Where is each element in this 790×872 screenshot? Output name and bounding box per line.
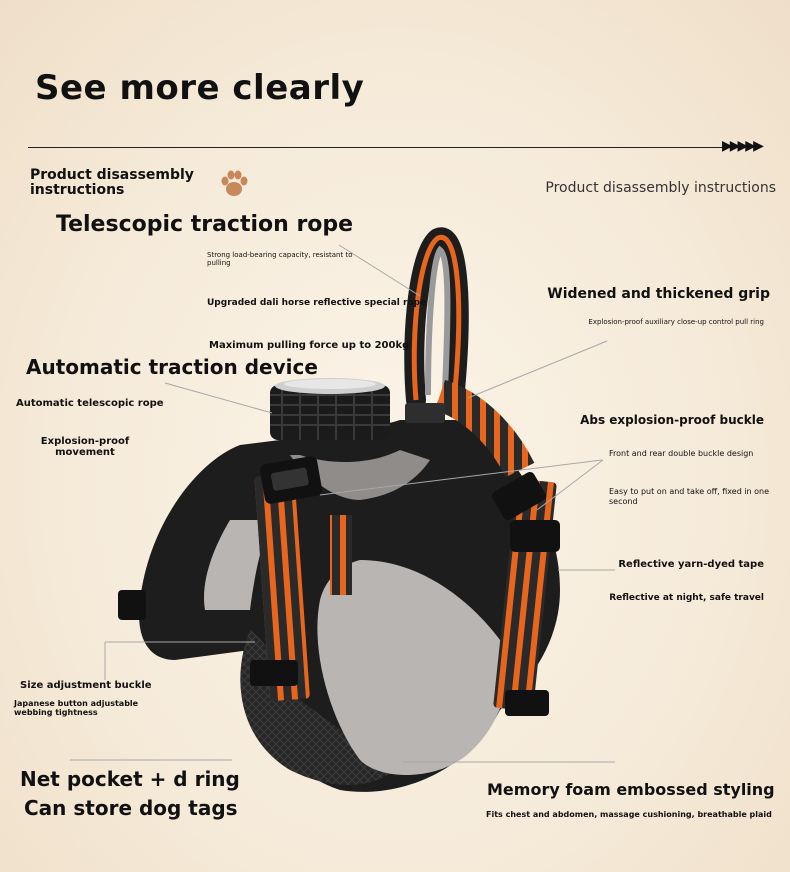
memory-foam-note: Fits chest and abdomen, massage cushioni… (486, 810, 772, 819)
divider-line (28, 147, 728, 148)
page-headline: See more clearly (35, 68, 365, 108)
buckle-note-1: Front and rear double buckle design (609, 449, 754, 458)
paw-print-icon (221, 170, 248, 196)
tape-title: Reflective yarn-dyed tape (618, 559, 764, 570)
telescopic-rope-note-1: Strong load-bearing capacity, resistant … (207, 251, 353, 267)
side-buckle (492, 471, 546, 521)
buckle-title: Abs explosion-proof buckle (580, 413, 764, 427)
section-label-left: Product disassembly instructions (30, 167, 194, 198)
net-pocket-line-1: Net pocket + d ring (20, 767, 240, 791)
traction-device-note-1: Automatic telescopic rope (16, 398, 164, 409)
telescopic-rope-note-3: Maximum pulling force up to 200kg (209, 340, 410, 351)
size-buckle-title: Size adjustment buckle (20, 680, 152, 691)
memory-foam-title: Memory foam embossed styling (487, 780, 775, 799)
tape-note: Reflective at night, safe travel (609, 593, 764, 603)
size-buckle-note: Japanese button adjustable webbing tight… (14, 699, 139, 717)
telescopic-rope-note-2: Upgraded dali horse reflective special r… (207, 298, 427, 308)
grip-title: Widened and thickened grip (547, 286, 770, 302)
telescopic-rope-title: Telescopic traction rope (56, 212, 354, 237)
size-adjust-buckle (118, 590, 146, 620)
net-pocket-line-2: Can store dog tags (24, 796, 238, 820)
traction-device-title: Automatic traction device (26, 355, 318, 379)
grip-note: Explosion-proof auxiliary close-up contr… (588, 318, 764, 326)
arrow-chevrons-icon: ▶▶▶▶▶ (722, 138, 764, 154)
chest-strap (254, 474, 310, 701)
section-label-right: Product disassembly instructions (545, 180, 776, 196)
memory-foam-lining (317, 560, 507, 775)
buckle-note-2: Easy to put on and take off, fixed in on… (609, 487, 770, 506)
traction-device (270, 378, 445, 440)
traction-device-note-2: Explosion-proof movement (40, 436, 130, 458)
